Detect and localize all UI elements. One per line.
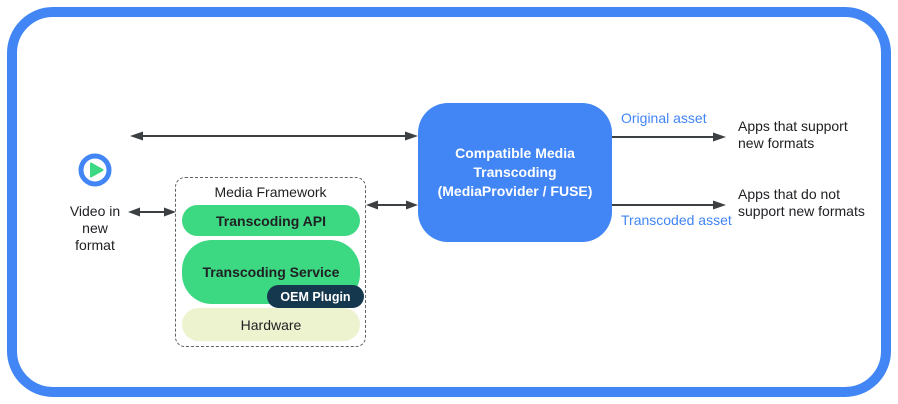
oem-plugin-label: OEM Plugin: [280, 289, 351, 304]
apps-support-label: Apps that support new formats: [738, 118, 848, 151]
apps-no-support-label: Apps that do not support new formats: [738, 186, 865, 219]
media-framework-title: Media Framework: [214, 184, 327, 200]
arrow-source-to-transcoder: [130, 130, 418, 142]
original-asset-label: Original asset: [621, 110, 707, 126]
arrow-framework-to-transcoder: [366, 199, 418, 211]
media-framework-group: Media Framework Transcoding API Transcod…: [175, 177, 366, 347]
transcoding-service-label: Transcoding Service: [202, 264, 340, 280]
transcoding-api-block: Transcoding API: [182, 205, 360, 236]
arrow-original-asset: [612, 131, 726, 143]
hardware-label: Hardware: [240, 316, 302, 333]
play-icon: [78, 153, 112, 187]
hardware-block: Hardware: [182, 308, 360, 341]
transcoded-asset-label: Transcoded asset: [621, 212, 732, 228]
arrow-transcoded-asset: [612, 199, 726, 211]
arrow-source-to-framework: [128, 206, 176, 218]
compatible-media-transcoding-block: Compatible Media Transcoding (MediaProvi…: [418, 103, 612, 242]
oem-plugin-block: OEM Plugin: [267, 285, 364, 308]
transcoding-api-label: Transcoding API: [216, 212, 326, 229]
video-source-label: Video in new format: [69, 203, 121, 253]
transcoding-service-block: Transcoding Service: [182, 240, 360, 304]
diagram-border: [7, 7, 891, 397]
